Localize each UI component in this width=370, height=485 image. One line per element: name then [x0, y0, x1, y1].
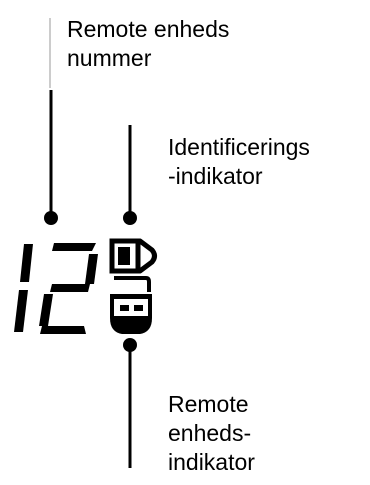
- identification-indicator-label-line2: -indikator: [168, 163, 263, 189]
- number-pointer: [44, 90, 58, 225]
- identification-indicator-label-line1: Identificerings: [168, 134, 310, 160]
- remote-unit-indicator-label: Remote enheds- indikator: [168, 390, 255, 477]
- digit-one-display: [14, 244, 33, 332]
- ident-pointer: [123, 125, 137, 225]
- remote-unit-indicator-icon: [110, 276, 152, 334]
- remote-unit-number-label-line1: Remote enheds: [67, 16, 230, 42]
- remote-unit-indicator-label-line3: indikator: [168, 449, 255, 475]
- digit-two-display: [39, 243, 98, 334]
- remote-unit-indicator-label-line2: enheds-: [168, 420, 252, 446]
- identification-indicator-icon: [109, 238, 157, 274]
- identification-indicator-label: Identificerings -indikator: [168, 133, 310, 191]
- remote-unit-number-label-line2: nummer: [67, 45, 152, 71]
- remote-unit-number-label: Remote enheds nummer: [67, 15, 229, 73]
- remote-pointer: [123, 338, 137, 468]
- remote-unit-indicator-label-line1: Remote: [168, 391, 249, 417]
